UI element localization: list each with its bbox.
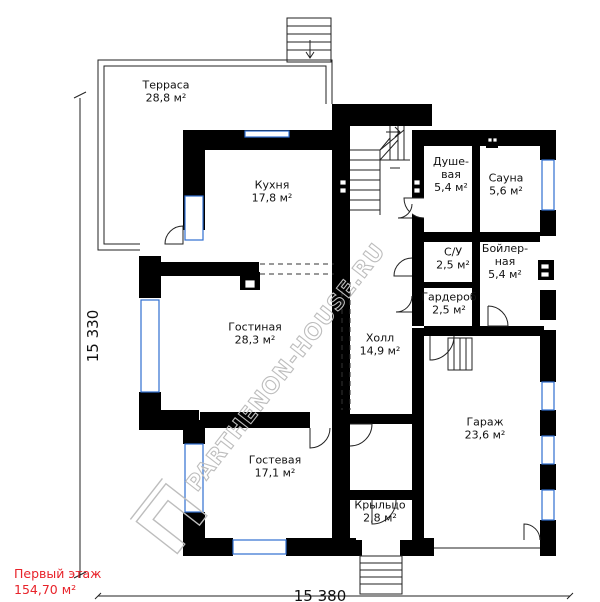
dashed-openings [260,263,351,410]
width-dimension: 15 380 [294,587,347,602]
floor-name: Первый этаж [14,566,102,581]
room-name: Кухня [255,179,290,192]
room-area: 23,6 м² [465,429,506,442]
windows [140,130,555,555]
room-name: вая [441,168,461,181]
room-area: 14,9 м² [360,345,401,358]
room-name: С/У [444,246,462,259]
room-name: Терраса [142,79,190,92]
dimension-lines [73,91,574,600]
height-dimension: 15 330 [84,310,102,363]
room-name: Крыльцо [354,499,405,512]
room-area: 28,8 м² [146,92,187,105]
top-stairs [286,17,332,63]
room-area: 28,3 м² [235,334,276,347]
room-area: 5,4 м² [434,181,468,194]
watermark-logo-icon [129,478,208,555]
garage-stairs [447,337,473,371]
wall-hollows [244,137,550,289]
room-name: Душе- [433,155,469,168]
room-name: Гардероб [421,291,477,304]
internal-stairs [350,126,410,215]
room-name: Гостиная [228,321,282,334]
room-name: Бойлер- [482,242,528,255]
room-area: 2,8 м² [363,512,397,525]
room-area: 2,5 м² [436,259,470,272]
floor-total-area: 154,70 м² [14,582,77,597]
room-area: 17,1 м² [255,467,296,480]
terrace-outline [97,59,333,251]
room-name: ная [495,255,516,268]
porch-stairs [359,555,403,595]
room-area: 2,5 м² [432,304,466,317]
room-area: 5,6 м² [489,185,523,198]
floor-title: Первый этаж 154,70 м² [14,566,101,598]
room-area: 5,4 м² [488,268,522,281]
room-name: Холл [366,332,394,345]
room-area: 17,8 м² [252,192,293,205]
room-name: Сауна [489,172,524,185]
room-name: Гараж [466,416,503,429]
room-name: Гостевая [249,454,302,467]
